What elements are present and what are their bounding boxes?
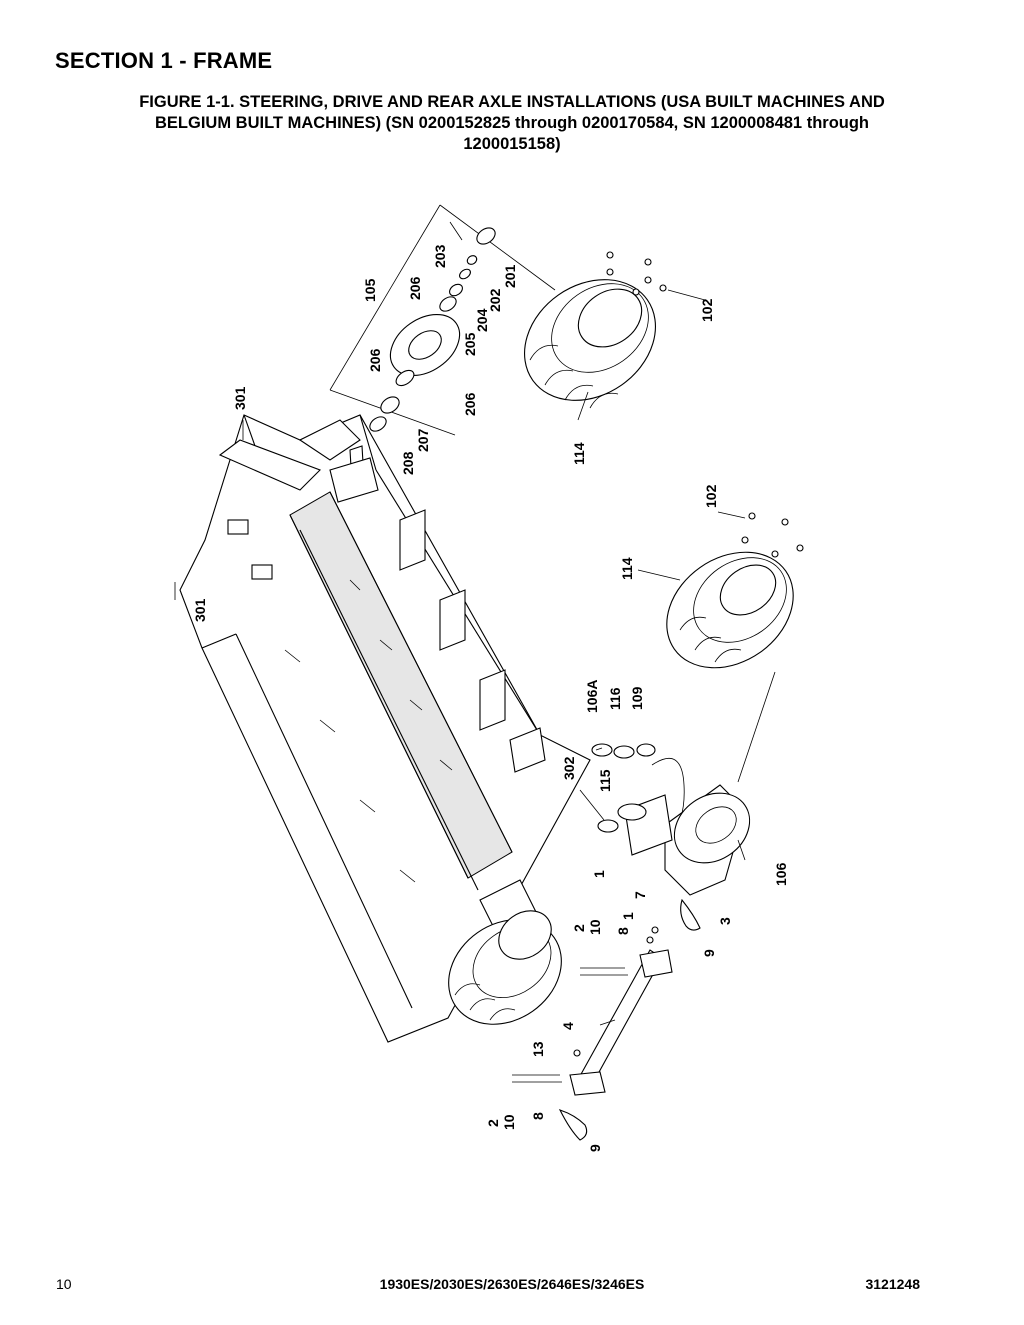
callout-208: 208 [400, 451, 416, 475]
model-numbers: 1930ES/2030ES/2630ES/2646ES/3246ES [379, 1276, 645, 1292]
spindle-hardware [329, 204, 556, 503]
callout-206-top: 206 [407, 276, 423, 300]
figure-caption-line-3: 1200015158) [463, 135, 561, 153]
callout-114-middle: 114 [619, 557, 635, 580]
callout-109: 109 [629, 686, 645, 710]
figure-caption: FIGURE 1-1. STEERING, DRIVE AND REAR AXL… [60, 92, 964, 155]
callout-301-lower: 301 [192, 598, 208, 622]
callout-302: 302 [561, 756, 577, 780]
callout-106: 106 [773, 862, 789, 886]
callout-202: 202 [487, 288, 503, 312]
callout-3: 3 [717, 917, 733, 925]
callout-7: 7 [632, 891, 648, 899]
callout-207: 207 [415, 428, 431, 452]
callout-116: 116 [607, 687, 623, 710]
callout-204: 204 [474, 308, 490, 332]
document-number: 3121248 [865, 1276, 920, 1292]
callout-9-lower: 9 [587, 1144, 603, 1152]
figure-caption-line-2: BELGIUM BUILT MACHINES) (SN 0200152825 t… [154, 114, 870, 132]
callout-105: 105 [362, 278, 378, 302]
callout-8-lower: 8 [530, 1112, 546, 1120]
callout-203: 203 [432, 244, 448, 268]
drive-wheel-middle [666, 512, 804, 669]
leader-lines [174, 289, 746, 1026]
callout-1-lower: 1 [620, 912, 636, 920]
steer-linkage [512, 898, 701, 1141]
callout-115: 115 [597, 769, 613, 792]
callout-13: 13 [530, 1041, 546, 1057]
callout-labels: 105 203 206 202 201 204 205 206 206 102 … [192, 244, 789, 1152]
callout-2-lower: 2 [485, 1119, 501, 1127]
callout-10-upper: 10 [587, 919, 603, 935]
callout-8-upper: 8 [615, 927, 631, 935]
rear-wheel-assembly [448, 910, 562, 1025]
figure-caption-line-1: FIGURE 1-1. STEERING, DRIVE AND REAR AXL… [139, 93, 885, 111]
callout-4: 4 [560, 1022, 576, 1030]
callout-106a: 106A [584, 680, 600, 713]
callout-2-upper: 2 [571, 924, 587, 932]
callout-102-top: 102 [699, 298, 715, 322]
callout-206-middle: 206 [367, 348, 383, 372]
page-number: 10 [56, 1276, 72, 1292]
callout-301-top: 301 [232, 386, 248, 410]
steer-wheel-upper [524, 251, 667, 409]
callout-205: 205 [462, 332, 478, 356]
callout-114-top: 114 [571, 442, 587, 465]
callout-10-lower: 10 [501, 1114, 517, 1130]
callout-201: 201 [502, 264, 518, 288]
callout-102-middle: 102 [703, 484, 719, 508]
drive-motor [591, 671, 776, 896]
callout-206-lower: 206 [462, 392, 478, 416]
section-title: SECTION 1 - FRAME [55, 48, 273, 73]
callout-1-upper: 1 [591, 870, 607, 878]
callout-9-upper: 9 [701, 949, 717, 957]
